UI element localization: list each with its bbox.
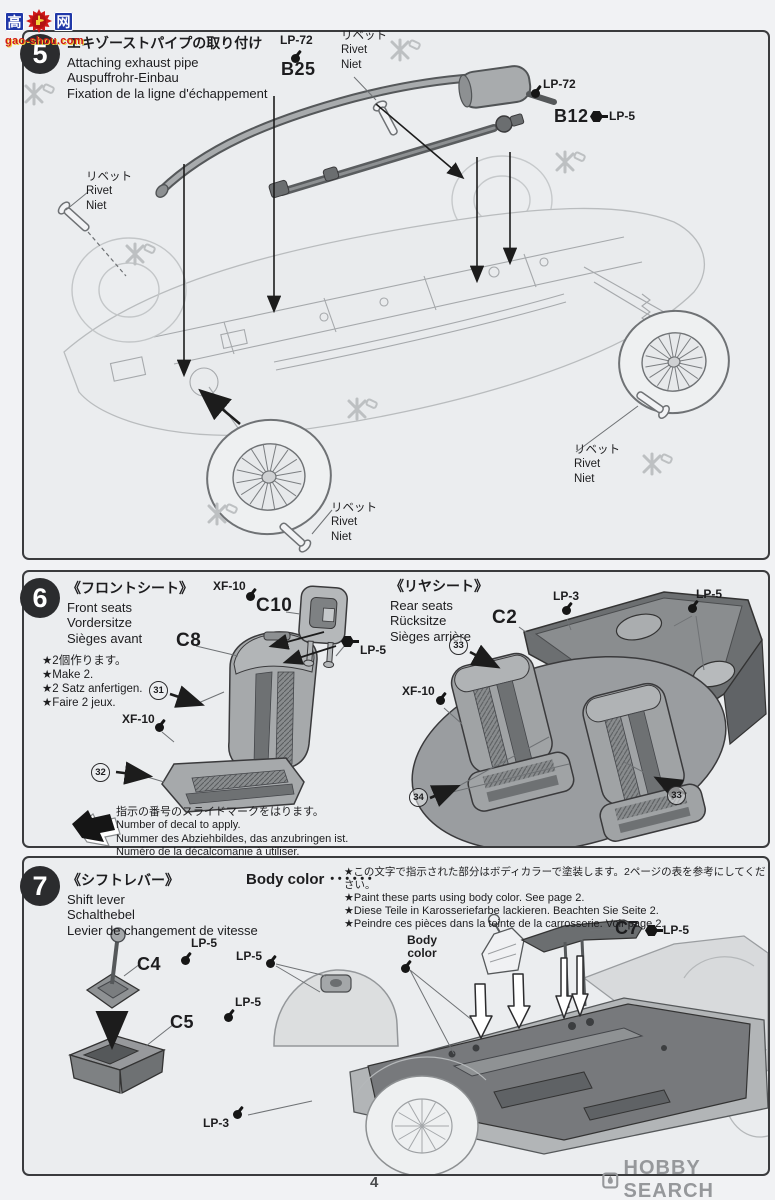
paint-hex-dot-icon — [590, 111, 608, 122]
step5-number-badge: 5 — [20, 34, 60, 74]
paint-dot-icon — [688, 604, 697, 613]
watermark-domain: gao-shou.com — [5, 35, 84, 47]
decal-number-34: 34 — [409, 788, 428, 807]
rear-left-faint-wheel — [71, 237, 187, 343]
part-label-c4: C4 — [137, 954, 162, 974]
rear-right-wheel — [618, 309, 730, 415]
part-label-c7: C7 — [615, 918, 640, 938]
step5-chassis-illustration — [24, 38, 730, 555]
decal-number-33: 33 — [449, 636, 468, 655]
step5-title-en: Attaching exhaust pipe — [67, 55, 199, 70]
paint-dot-icon — [436, 696, 445, 705]
paint-dot-icon — [531, 89, 540, 98]
paint-label-xf10: XF-10 — [122, 712, 155, 726]
paint-label-lp5: LP-5 — [235, 995, 262, 1009]
page-number: 4 — [370, 1174, 379, 1191]
paint-dot-icon — [266, 959, 275, 968]
assembly-arrows — [176, 96, 518, 425]
rear-seat-part — [411, 591, 767, 846]
step6-panel — [22, 570, 770, 848]
front-left-wheel — [206, 418, 332, 536]
paint-label-lp5: LP-5 — [360, 643, 387, 657]
rear-seats-title: 《リヤシート》 Rear seats Rücksitze Sièges arri… — [390, 578, 488, 644]
body-color-lead: Body color ･･････ — [246, 871, 374, 888]
decal-note: 指示の番号のスライドマークをはります。 Number of decal to a… — [116, 806, 349, 859]
part-label-b25: B25 — [281, 59, 316, 79]
step6-number-badge: 6 — [20, 578, 60, 618]
front-wheel-lineart — [353, 1056, 487, 1174]
shift-lever-part — [85, 927, 141, 1009]
decal-number-32: 32 — [91, 763, 110, 782]
paint-dot-icon — [155, 723, 164, 732]
insertion-arrows — [469, 955, 589, 1039]
part-label-b12: B12 — [554, 106, 589, 126]
paint-label-lp72: LP-72 — [280, 33, 313, 47]
paint-dot-icon — [181, 956, 190, 965]
watermark-gear-icon — [26, 9, 52, 33]
step5-title-fr: Fixation de la ligne d'échappement — [67, 85, 268, 101]
part-label-c2: C2 — [492, 607, 518, 628]
exhaust-pipe — [155, 65, 557, 198]
gaoshou-watermark: 高 网 gao-shou.com — [5, 7, 84, 47]
hobby-search-logo: HOBBY SEARCH — [602, 1157, 775, 1200]
hobby-search-text: HOBBY SEARCH — [623, 1157, 714, 1200]
console-box-part — [68, 1035, 166, 1095]
paint-label-lp5: LP-5 — [236, 949, 263, 963]
paint-dot-icon — [562, 606, 571, 615]
paint-hex-dot-icon — [645, 925, 663, 936]
decal-number-31: 31 — [149, 681, 168, 700]
step6-seats-illustration — [72, 585, 767, 846]
paint-label-xf10: XF-10 — [402, 684, 435, 698]
paint-label-lp5: LP-5 — [191, 936, 218, 950]
watermark-char-right: 网 — [54, 11, 73, 31]
paint-dot-icon — [401, 964, 410, 973]
leader-lines — [143, 611, 705, 795]
paint-label-lp3: LP-3 — [203, 1116, 230, 1130]
step5-title: エキゾーストパイプの取り付け Attaching exhaust pipe Au… — [67, 33, 268, 101]
paint-label-lp5: LP-5 — [696, 587, 723, 601]
step7-floor-illustration — [68, 913, 768, 1174]
leader-lines — [123, 927, 617, 1116]
step5-panel — [22, 30, 770, 560]
paint-label-lp3: LP-3 — [553, 589, 580, 603]
step5-title-de: Auspuffrohr-Einbau — [67, 70, 179, 86]
make-two-note: ★2個作ります。 ★Make 2. ★2 Satz anfertigen. ★F… — [42, 655, 143, 710]
paint-dot-icon — [291, 54, 300, 63]
front-seats-title: 《フロントシート》 Front seats Vordersitze Sièges… — [67, 580, 193, 646]
decal-number-33: 33 — [667, 786, 686, 805]
part-label-c10: C10 — [256, 595, 293, 616]
part-label-c8: C8 — [176, 630, 202, 651]
paint-dot-icon — [233, 1110, 242, 1119]
paint-label-lp5: LP-5 — [609, 109, 636, 123]
paint-dot-icon — [224, 1013, 233, 1022]
chassis-outline — [63, 207, 705, 436]
step7-number-badge: 7 — [20, 866, 60, 906]
paint-label-xf10: XF-10 — [213, 579, 246, 593]
step7-title: 《シフトレバー》 Shift lever Schalthebel Levier … — [67, 872, 258, 938]
leader-lines — [65, 76, 639, 535]
paint-label-lp5: LP-5 — [663, 923, 690, 937]
driveshaft — [268, 113, 525, 199]
paint-dot-icon — [246, 592, 255, 601]
paint-hex-dot-icon — [341, 636, 359, 647]
step5-title-ja: エキゾーストパイプの取り付け — [67, 35, 263, 51]
paint-label-lp72: LP-72 — [543, 77, 576, 91]
part-label-c5: C5 — [170, 1012, 195, 1032]
step7-panel — [22, 856, 770, 1176]
decal-apply-icon — [72, 810, 121, 846]
body-color-notes: ★この文字で指示された部分はボディカラーで塗装します。2ページの表を参考にしてく… — [344, 866, 766, 931]
watermark-char-left: 高 — [5, 11, 24, 31]
tunnel-dome — [273, 969, 399, 1047]
hobby-search-icon — [602, 1171, 619, 1189]
